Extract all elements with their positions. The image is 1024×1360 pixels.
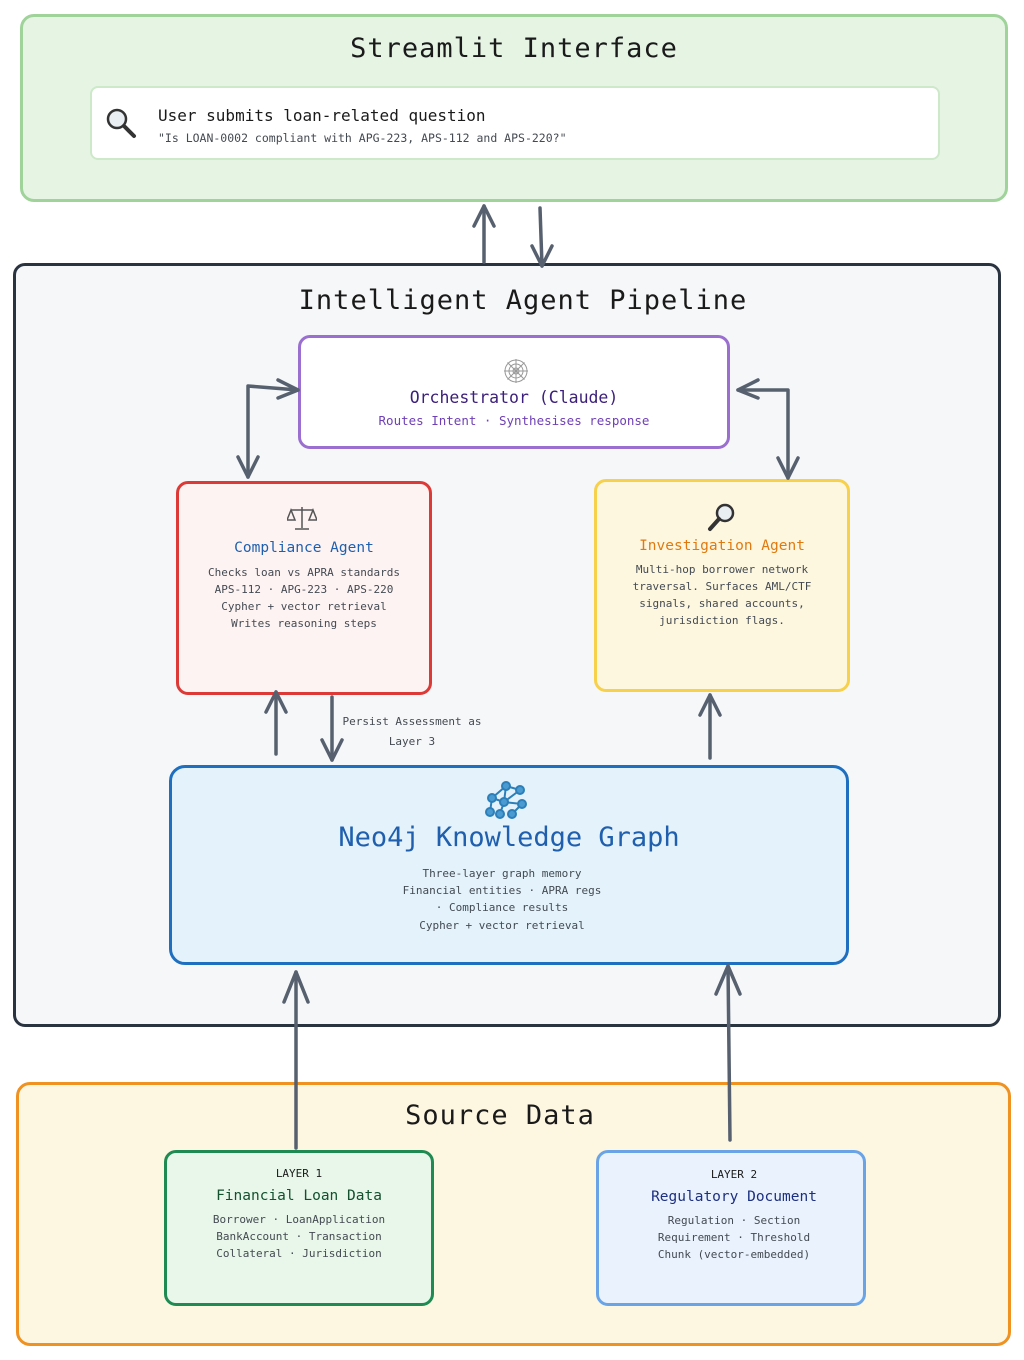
investigation-line-4: jurisdiction flags. bbox=[659, 614, 785, 627]
compliance-agent-node: Compliance Agent Checks loan vs APRA sta… bbox=[176, 481, 432, 695]
arrow-orchestrator-compliance bbox=[236, 378, 300, 479]
compliance-line-2: APS-112 · APG-223 · APS-220 bbox=[214, 583, 394, 596]
neo4j-title: Neo4j Knowledge Graph bbox=[338, 822, 680, 853]
compliance-line-3: Cypher + vector retrieval bbox=[221, 600, 387, 613]
persist-label-line-1: Persist Assessment as bbox=[342, 715, 482, 728]
magnifier-icon bbox=[707, 502, 737, 532]
layer1-title: Financial Loan Data bbox=[216, 1188, 382, 1204]
arrow-layer1-to-neo4j bbox=[282, 970, 310, 1150]
compliance-line-4: Writes reasoning steps bbox=[231, 617, 377, 630]
layer2-regulatory-document-node: LAYER 2 Regulatory Document Regulation ·… bbox=[596, 1150, 866, 1306]
magnifier-icon bbox=[104, 106, 138, 140]
graph-network-icon bbox=[482, 778, 530, 820]
orchestrator-subtitle: Routes Intent · Synthesises response bbox=[378, 413, 650, 428]
investigation-line-2: traversal. Surfaces AML/CTF bbox=[632, 580, 812, 593]
neo4j-line-1: Three-layer graph memory bbox=[422, 867, 582, 880]
arrow-pipeline-to-streamlit bbox=[472, 204, 496, 264]
query-title: User submits loan-related question bbox=[158, 106, 486, 125]
compliance-line-1: Checks loan vs APRA standards bbox=[207, 566, 401, 579]
arrow-neo4j-to-investigation bbox=[698, 693, 722, 760]
neo4j-line-2: Financial entities · APRA regs bbox=[402, 884, 602, 897]
layer2-line-2: Requirement · Threshold bbox=[657, 1231, 811, 1244]
arrow-layer2-to-neo4j bbox=[714, 964, 742, 1142]
query-card: User submits loan-related question "Is L… bbox=[90, 86, 940, 160]
arrow-compliance-to-neo4j bbox=[320, 695, 344, 762]
compliance-title: Compliance Agent bbox=[234, 540, 374, 556]
arrow-streamlit-to-pipeline bbox=[530, 206, 554, 268]
orchestrator-node: Orchestrator (Claude) Routes Intent · Sy… bbox=[298, 335, 730, 449]
layer1-financial-loan-data-node: LAYER 1 Financial Loan Data Borrower · L… bbox=[164, 1150, 434, 1306]
arrow-neo4j-to-compliance bbox=[264, 690, 288, 756]
layer2-title: Regulatory Document bbox=[651, 1189, 817, 1205]
query-text: "Is LOAN-0002 compliant with APG-223, AP… bbox=[158, 131, 567, 145]
layer1-line-3: Collateral · Jurisdiction bbox=[216, 1247, 382, 1260]
layer2-tag: LAYER 2 bbox=[710, 1168, 758, 1181]
layer2-line-3: Chunk (vector-embedded) bbox=[657, 1248, 811, 1261]
investigation-line-1: Multi-hop borrower network bbox=[635, 563, 809, 576]
layer2-line-1: Regulation · Section bbox=[667, 1214, 801, 1227]
streamlit-title: Streamlit Interface bbox=[350, 33, 678, 64]
orchestrator-title: Orchestrator (Claude) bbox=[409, 388, 619, 407]
investigation-title: Investigation Agent bbox=[639, 538, 805, 554]
investigation-agent-node: Investigation Agent Multi-hop borrower n… bbox=[594, 479, 850, 692]
layer1-line-1: Borrower · LoanApplication bbox=[212, 1213, 386, 1226]
scales-icon bbox=[287, 504, 317, 532]
neo4j-line-3: · Compliance results bbox=[435, 901, 569, 914]
layer1-tag: LAYER 1 bbox=[275, 1167, 323, 1180]
persist-label-line-2: Layer 3 bbox=[388, 735, 436, 748]
arrow-orchestrator-investigation bbox=[736, 378, 800, 480]
neo4j-line-4: Cypher + vector retrieval bbox=[419, 919, 585, 932]
spider-web-icon bbox=[503, 358, 529, 384]
layer1-line-2: BankAccount · Transaction bbox=[216, 1230, 382, 1243]
investigation-line-3: signals, shared accounts, bbox=[639, 597, 805, 610]
neo4j-knowledge-graph-node: Neo4j Knowledge Graph Three-layer graph … bbox=[169, 765, 849, 965]
pipeline-title: Intelligent Agent Pipeline bbox=[298, 285, 748, 316]
source-title: Source Data bbox=[405, 1100, 595, 1131]
